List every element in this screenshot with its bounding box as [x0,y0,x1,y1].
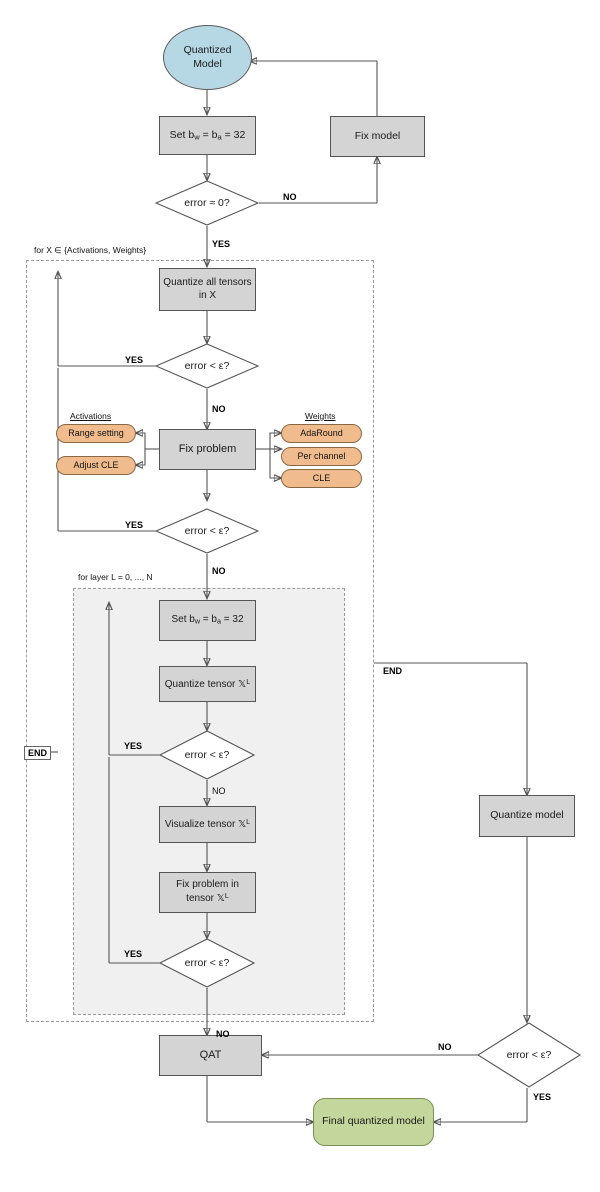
outer-loop-label: for X ∈ {Activations, Weights} [31,245,150,256]
edge-label-yes-3: YES [124,741,143,751]
quantize-all-tensors-label-line2: in X [198,289,217,301]
decision-error-lt-eps-1-label: error < ε? [184,360,230,372]
edge-label-end-right: END [383,666,403,676]
quantize-all-tensors-label-line1: Quantize all tensors [163,277,252,288]
node-fix-problem-in-tensor[interactable]: Fix problem in tensor 𝕏L [159,872,256,913]
diamond-shape [159,938,255,988]
fix-model-label: Fix model [354,129,401,142]
option-per-channel-label: Per channel [297,450,346,461]
inner-loop-label: for layer L = 0, ..., N [75,572,156,582]
decision-error-approx-zero-label: error ≈ 0? [184,197,230,209]
edge-label-yes-right: YES [533,1092,552,1102]
quantized-model-label-line1: Quantized [183,44,232,57]
decision-error-lt-eps-1[interactable]: error < ε? [155,343,259,389]
decision-error-lt-eps-2[interactable]: error < ε? [155,508,259,554]
visualize-tensor-label: Visualize tensor 𝕏L [164,817,251,831]
edge-label-yes-1: YES [125,355,144,365]
edge-label-yes-top: YES [212,239,231,249]
option-per-channel[interactable]: Per channel [281,447,362,466]
fix-problem-in-tensor-label-line2: tensor 𝕏L [186,891,229,905]
node-final-quantized-model[interactable]: Final quantized model [313,1098,434,1146]
option-cle-label: CLE [312,472,331,483]
diamond-shape [155,343,259,389]
decision-error-lt-eps-2-label: error < ε? [184,525,230,537]
edge-label-no-1: NO [212,404,226,414]
edge-label-no-3: NO [212,786,226,796]
edge-label-no-right: NO [438,1042,452,1052]
decision-error-lt-eps-4[interactable]: error < ε? [159,938,255,988]
activations-group-header: Activations [70,411,112,421]
decision-error-lt-eps-3-label: error < ε? [184,749,230,761]
option-cle[interactable]: CLE [281,469,362,488]
node-quantize-tensor[interactable]: Quantize tensor 𝕏L [159,666,256,702]
edge-label-end-left: END [24,746,52,760]
node-set-bits-inner[interactable]: Set bw = ba = 32 [159,600,256,641]
option-range-setting-label: Range setting [68,427,124,438]
edge-label-no-4: NO [216,1029,230,1039]
edge-label-no-2: NO [212,566,226,576]
tensor-symbol: 𝕏 [238,819,247,831]
node-quantize-model[interactable]: Quantize model [479,795,575,837]
option-adjust-cle[interactable]: Adjust CLE [56,456,136,475]
quantize-tensor-label: Quantize tensor 𝕏L [164,676,251,690]
option-adaround[interactable]: AdaRound [281,424,362,443]
tensor-symbol: 𝕏 [238,678,247,690]
decision-error-lt-eps-3[interactable]: error < ε? [159,730,255,780]
edge-label-yes-4: YES [124,949,143,959]
qat-label: QAT [199,1048,222,1061]
diamond-shape [155,508,259,554]
tensor-superscript: L [246,676,251,686]
diamond-shape [159,730,255,780]
diamond-shape [155,180,259,226]
tensor-superscript: L [224,891,229,901]
set-bits-inner-label: Set bw = ba = 32 [171,614,244,626]
quantize-model-label: Quantize model [490,809,564,822]
quantized-model-label-line2: Model [193,57,222,70]
option-adjust-cle-label: Adjust CLE [73,459,119,470]
option-range-setting[interactable]: Range setting [56,424,136,443]
node-quantized-model[interactable]: Quantized Model [163,25,252,90]
tensor-symbol: 𝕏 [216,893,225,905]
decision-error-approx-zero[interactable]: error ≈ 0? [155,180,259,226]
edge-label-yes-2: YES [125,520,144,530]
fix-problem-in-tensor-label-line1: Fix problem in [176,878,239,890]
option-adaround-label: AdaRound [300,427,343,438]
diamond-shape [477,1022,581,1088]
node-visualize-tensor[interactable]: Visualize tensor 𝕏L [159,806,256,843]
node-fix-problem[interactable]: Fix problem [159,429,256,470]
fix-problem-label: Fix problem [178,442,237,455]
weights-group-header: Weights [305,411,336,421]
node-quantize-all-tensors[interactable]: Quantize all tensors in X [159,268,256,311]
edge-label-no-top: NO [283,192,297,202]
final-quantized-model-label: Final quantized model [322,1115,425,1128]
decision-error-lt-eps-right-label: error < ε? [506,1049,552,1061]
set-bits-top-label: Set bw = ba = 32 [169,128,246,142]
outer-loop-region [26,260,374,1022]
node-fix-model[interactable]: Fix model [330,116,425,157]
decision-error-lt-eps-right[interactable]: error < ε? [477,1022,581,1088]
node-qat[interactable]: QAT [159,1035,262,1076]
node-set-bits-top[interactable]: Set bw = ba = 32 [159,116,256,155]
tensor-superscript: L [246,817,251,827]
decision-error-lt-eps-4-label: error < ε? [184,957,230,969]
